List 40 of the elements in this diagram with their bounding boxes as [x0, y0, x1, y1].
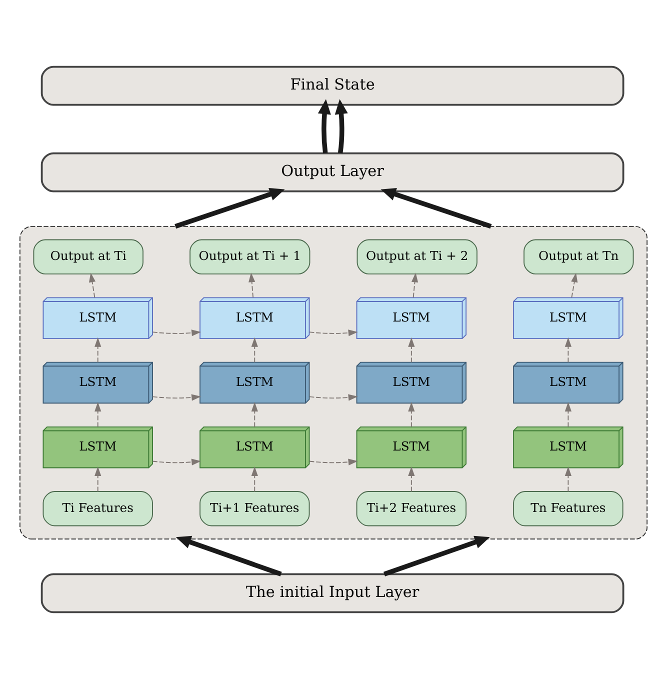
arrow: [88, 272, 96, 298]
arrow: [408, 466, 415, 492]
node-box: Output at Ti + 1: [190, 239, 310, 274]
node-box: Output at Ti: [33, 239, 144, 274]
arrow: [251, 337, 258, 363]
node-box: Output at Tn: [524, 239, 634, 274]
node-box: Ti+1 Features: [200, 491, 310, 526]
arrow: [251, 402, 258, 428]
node-box: The initial Input Layer: [40, 573, 624, 614]
arrow: [308, 330, 358, 336]
arrow: [174, 188, 285, 229]
node-box: Tn Features: [513, 491, 624, 526]
node-box: Ti+2 Features: [356, 491, 467, 526]
arrow: [94, 337, 102, 363]
arrow: [334, 99, 348, 154]
node-box: Ti Features: [42, 491, 153, 526]
arrow: [564, 466, 572, 492]
node-box: Output at Ti + 2: [356, 239, 478, 274]
arrow: [380, 188, 492, 229]
arrow: [383, 536, 490, 576]
arrow: [571, 272, 578, 298]
arrow: [318, 99, 331, 154]
arrow: [308, 394, 358, 401]
arrow: [152, 394, 202, 401]
arrow: [251, 466, 258, 492]
arrow: [564, 402, 572, 428]
arrow: [411, 272, 418, 298]
node-box: Final State: [40, 66, 624, 106]
arrow: [152, 458, 202, 466]
arrow: [248, 272, 256, 298]
arrow: [176, 536, 282, 576]
arrow: [408, 337, 415, 363]
arrow: [152, 330, 202, 336]
arrow: [94, 466, 102, 492]
arrow: [94, 402, 102, 428]
cluster: [19, 226, 648, 540]
node-box: Output Layer: [40, 152, 624, 192]
arrow: [408, 402, 415, 428]
arrow: [564, 337, 572, 363]
arrow: [308, 458, 358, 466]
